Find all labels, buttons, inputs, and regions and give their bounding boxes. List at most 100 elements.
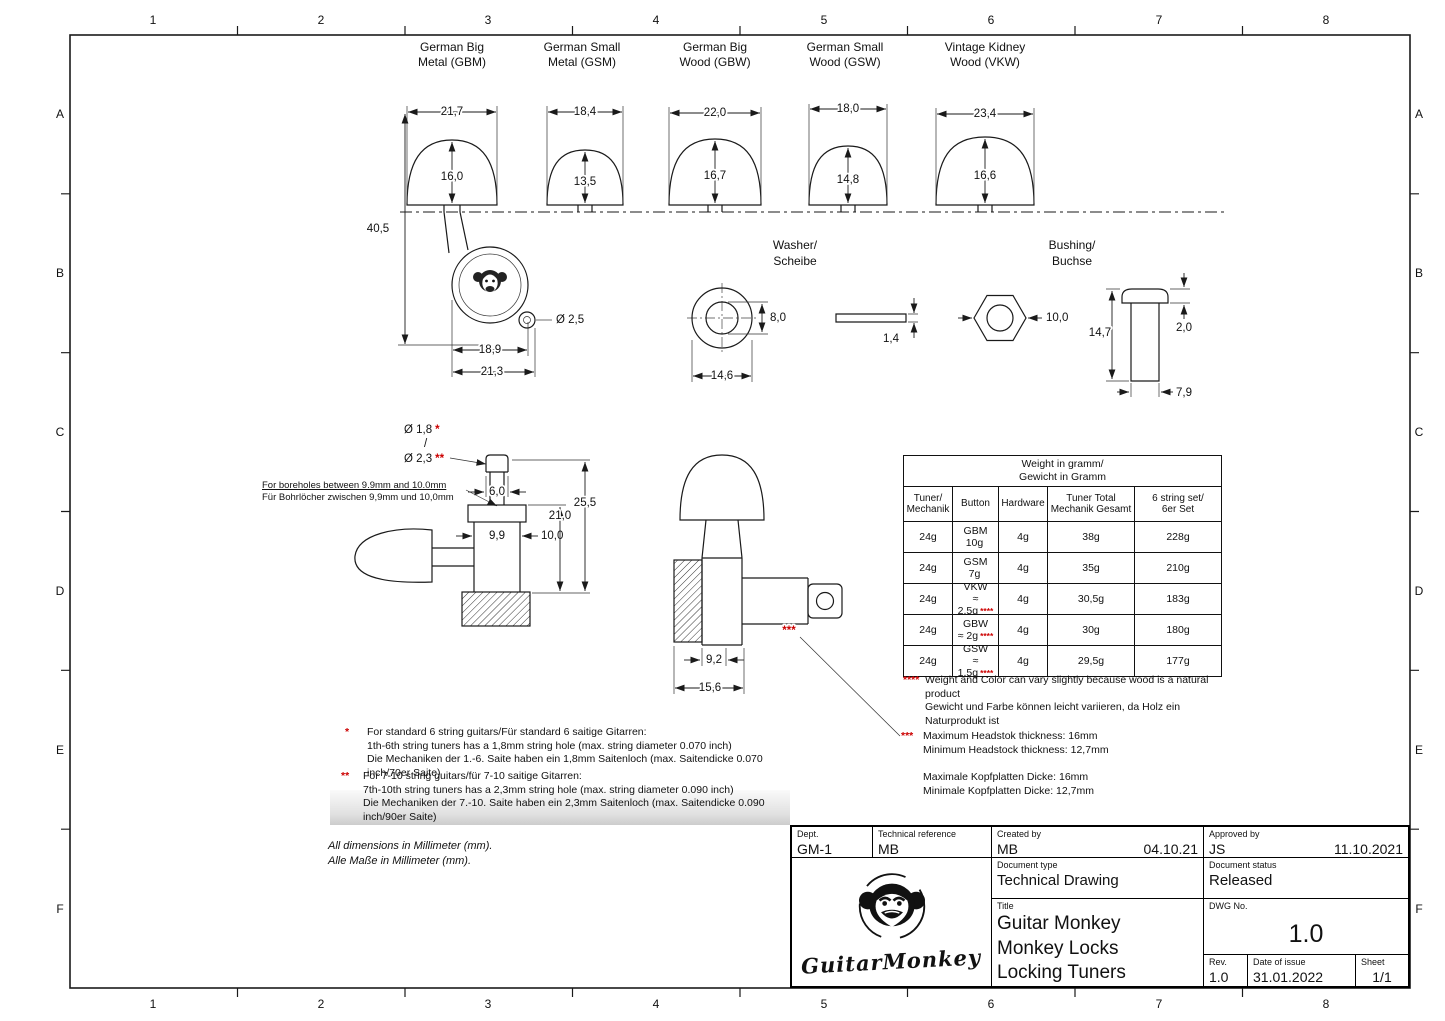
table-cell: 180g	[1135, 615, 1221, 645]
table-cell: 4g	[999, 646, 1047, 676]
dim-gsw-height: 14,8	[837, 174, 859, 186]
dim-gbw-height: 16,7	[704, 170, 726, 182]
dim-bushing-height: 14,7	[1089, 327, 1111, 339]
grid-col-label: 5	[821, 997, 828, 1011]
washer-label: Washer/ Scheibe	[772, 238, 818, 268]
grid-row-label: A	[1415, 107, 1423, 121]
dim-outer-height: 25,5	[574, 497, 596, 509]
table-cell: 24g	[904, 584, 952, 614]
table-cell: 228g	[1135, 522, 1221, 552]
grid-col-label: 8	[1323, 997, 1330, 1011]
issue-date-cell: Date of issue 31.01.2022	[1248, 955, 1355, 986]
company-logo: GuitarMonkey	[792, 858, 991, 986]
dept-cell: Dept. GM-1	[792, 827, 872, 857]
washer-view: 8,0 14,6 1,4	[687, 283, 918, 384]
table-cell: 24g	[904, 522, 952, 552]
variant-label-gbm: German Big Metal (GBM)	[417, 40, 486, 69]
grid-col-label: 7	[1156, 13, 1163, 27]
table-cell: VKW≈ 2,5g****	[953, 581, 998, 617]
grid-row-label: A	[56, 107, 64, 121]
dim-pin-width: 6,0	[489, 486, 505, 498]
grid-row-label: D	[56, 584, 65, 598]
grid-row-label: C	[56, 425, 65, 439]
table-cell: 183g	[1135, 584, 1221, 614]
variant-label-vkw: Vintage Kidney Wood (VKW)	[944, 40, 1026, 69]
dim-bushing-flange: 2,0	[1176, 322, 1192, 334]
table-cell: 24g	[904, 615, 952, 645]
grid-col-label: 5	[821, 13, 828, 27]
dim-overall-height: 40,5	[367, 223, 389, 235]
sheet-cell: Sheet 1/1	[1356, 955, 1408, 986]
dim-gbm-height: 16,0	[441, 171, 463, 183]
table-cell: 30,5g	[1048, 584, 1134, 614]
col-header-hardware: Hardware	[999, 487, 1047, 521]
dim-washer-thickness: 1,4	[883, 333, 900, 345]
headstock-note-stars: ***	[782, 625, 796, 637]
gsw-button-view: 18,0 14,8	[808, 101, 888, 212]
wheel-monkey-logo	[473, 270, 507, 294]
grid-col-label: 3	[485, 997, 492, 1011]
table-cell: 24g	[904, 646, 952, 676]
revision-cell: Rev. 1.0	[1204, 955, 1247, 986]
drawing-frame: 1 2 3 4 5 6 7 8 1 2 3 4 5 6 7 8 A B C D …	[56, 13, 1424, 1011]
table-cell: GSW≈ 1,5g****	[953, 643, 998, 679]
col-header-set: 6 string set/ 6er Set	[1135, 487, 1221, 521]
grid-col-label: 1	[150, 997, 157, 1011]
grid-row-label: B	[56, 266, 64, 280]
dim-gsm-height: 13,5	[574, 176, 596, 188]
table-cell: 29,5g	[1048, 646, 1134, 676]
grid-row-label: E	[1415, 743, 1423, 757]
variant-label-gsw: German Small Wood (GSW)	[806, 40, 884, 69]
table-cell: 35g	[1048, 553, 1134, 583]
grid-row-label: B	[1415, 266, 1423, 280]
table-cell: 177g	[1135, 646, 1221, 676]
grid-col-label: 6	[988, 997, 995, 1011]
dim-post-width: 9,2	[706, 654, 722, 666]
grid-row-label: F	[56, 902, 63, 916]
weight-table: Weight in gramm/ Gewicht in Gramm Tuner/…	[903, 455, 1222, 679]
borehole-note: For boreholes between 9.9mm and 10.0mm F…	[262, 480, 454, 503]
grid-col-label: 6	[988, 13, 995, 27]
grid-row-label: F	[1415, 902, 1422, 916]
extended-string-note: ** For 7-10 string guitars/für 7-10 sait…	[341, 770, 765, 823]
dim-vkw-width: 23,4	[974, 108, 997, 120]
title-block: Dept. GM-1 Technical reference MB Create…	[790, 825, 1410, 988]
dim-vkw-height: 16,6	[974, 170, 996, 182]
document-type-cell: Document type Technical Drawing	[992, 858, 1203, 898]
drawing-title-cell: Title Guitar Monkey Monkey Locks Locking…	[992, 899, 1203, 986]
col-header-tuner: Tuner/ Mechanik	[904, 487, 952, 521]
grid-row-label: E	[56, 743, 64, 757]
dim-washer-outer: 14,6	[711, 370, 733, 382]
table-cell: GBW≈ 2g****	[953, 615, 998, 645]
table-cell: 4g	[999, 553, 1047, 583]
dim-body-width-inner: 18,9	[479, 344, 501, 356]
dim-inner-height: 21,0	[549, 510, 571, 522]
grid-col-label: 2	[318, 13, 325, 27]
grid-col-label: 4	[653, 13, 660, 27]
standard-string-note: * For standard 6 string guitars/Für stan…	[345, 726, 763, 779]
table-cell: 24g	[904, 553, 952, 583]
table-cell: 38g	[1048, 522, 1134, 552]
table-cell: 4g	[999, 615, 1047, 645]
gbw-button-view: 22,0 16,7	[668, 105, 762, 212]
grid-col-label: 4	[653, 997, 660, 1011]
col-header-total: Tuner Total Mechanik Gesamt	[1048, 487, 1134, 521]
document-status-cell: Document status Released	[1204, 858, 1408, 898]
bushing-label: Bushing/ Buchse	[1048, 238, 1096, 268]
gbm-button-view: 21,7 16,0	[406, 104, 498, 212]
dim-gbm-width: 21,7	[441, 106, 463, 118]
grid-col-label: 7	[1156, 997, 1163, 1011]
weight-table-title: Weight in gramm/ Gewicht in Gramm	[904, 456, 1221, 487]
dim-string-hole-standard: Ø 1,8*	[404, 424, 440, 436]
col-header-button: Button	[953, 487, 998, 521]
locking-detail-view: Ø 1,8* / Ø 2,3** 6,0 9,9	[354, 422, 598, 627]
dim-string-hole: Ø 2,5	[556, 314, 584, 326]
headstock-thickness-note: *** Maximum Headstok thickness: 16mm Min…	[901, 730, 1109, 797]
grid-col-label: 2	[318, 997, 325, 1011]
techref-cell: Technical reference MB	[873, 827, 991, 857]
monkey-logo-graphic	[858, 872, 925, 940]
dim-bore-min: 9,9	[489, 530, 505, 542]
